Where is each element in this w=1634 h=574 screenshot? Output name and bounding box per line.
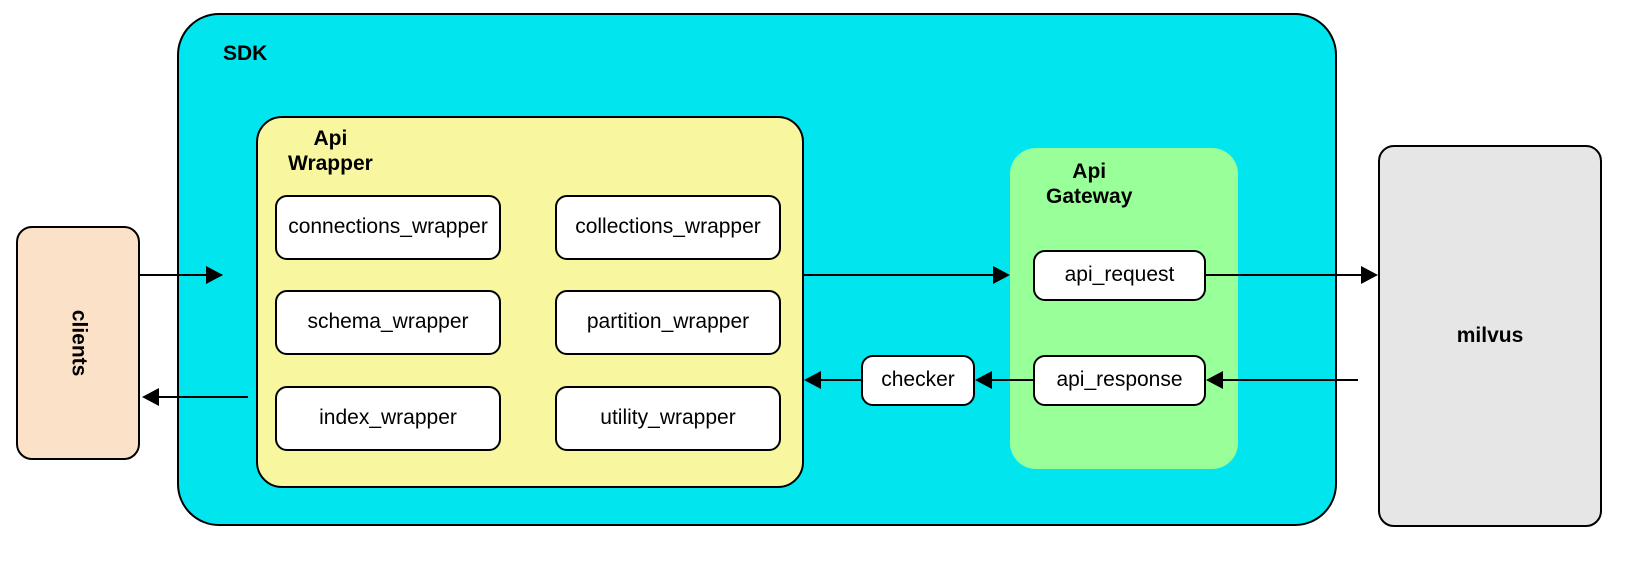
module-connections-wrapper[interactable]: connections_wrapper [275,195,501,260]
module-utility-wrapper[interactable]: utility_wrapper [555,386,781,451]
arrowhead-milvus-to-response [1206,371,1223,389]
connector-checker-to-wrapper [820,379,861,381]
module-label: partition_wrapper [586,310,750,334]
connector-response-to-checker [991,379,1033,381]
module-label: schema_wrapper [307,310,469,334]
module-label: collections_wrapper [575,215,761,239]
module-api-request[interactable]: api_request [1033,250,1206,301]
clients-label: clients [67,309,91,377]
sdk-title: SDK [223,42,268,65]
checker-box[interactable]: checker [861,355,975,406]
connector-clients-to-wrapper [140,274,222,276]
module-label: index_wrapper [319,406,457,430]
arrowhead-checker-to-wrapper [804,371,821,389]
api-wrapper-title: Api Wrapper [288,127,373,175]
arrowhead-wrapper-to-clients [142,388,159,406]
arrowhead-clients-to-wrapper [206,266,223,284]
module-partition-wrapper[interactable]: partition_wrapper [555,290,781,355]
milvus-label: milvus [1456,323,1524,347]
module-schema-wrapper[interactable]: schema_wrapper [275,290,501,355]
module-collections-wrapper[interactable]: collections_wrapper [555,195,781,260]
module-api-response[interactable]: api_response [1033,355,1206,406]
clients-box[interactable]: clients [16,226,140,460]
module-index-wrapper[interactable]: index_wrapper [275,386,501,451]
connector-milvus-to-response [1222,379,1358,381]
arrowhead-wrapper-to-gateway [993,266,1010,284]
milvus-box[interactable]: milvus [1378,145,1602,527]
arrowhead-response-to-checker [975,371,992,389]
checker-label: checker [881,368,955,392]
connector-wrapper-to-gateway [804,274,994,276]
arrowhead-request-to-milvus [1361,266,1378,284]
connector-request-to-milvus [1206,274,1362,276]
connector-wrapper-to-clients [158,396,248,398]
module-label: utility_wrapper [600,406,736,430]
module-label: api_request [1064,263,1175,287]
module-label: connections_wrapper [288,215,488,239]
api-gateway-title: Api Gateway [1046,160,1133,208]
module-label: api_response [1056,368,1183,392]
api-gateway-container[interactable]: Api Gateway [1010,148,1238,469]
